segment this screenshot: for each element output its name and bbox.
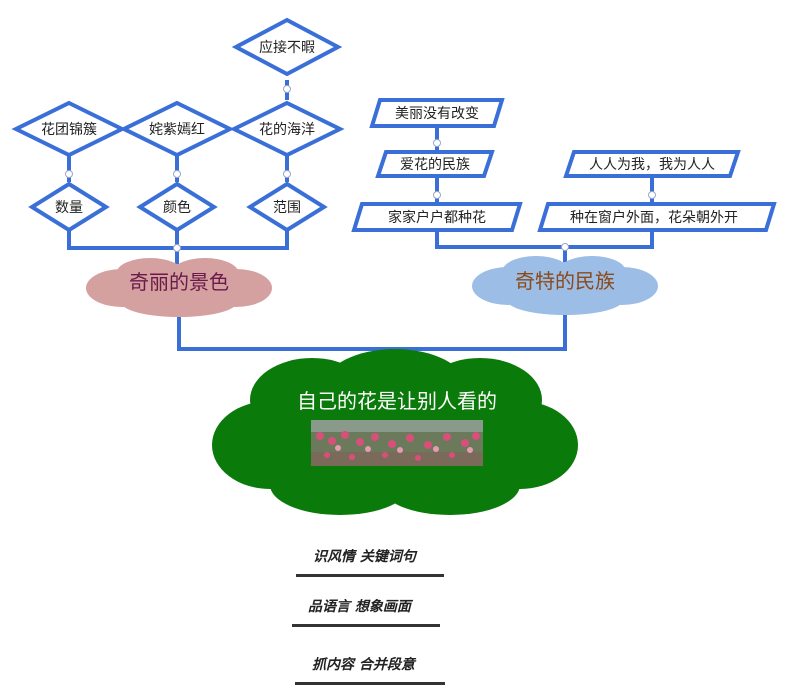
node-upper-2[interactable]: 姹紫嫣红	[149, 122, 205, 138]
collapse-dot[interactable]	[283, 170, 291, 178]
node-r-1[interactable]: 美丽没有改变	[395, 106, 479, 122]
node-top[interactable]: 应接不暇	[259, 39, 315, 56]
diamond-shapes	[11, 17, 345, 233]
right-branch-title[interactable]: 奇特的民族	[515, 269, 615, 293]
collapse-dots	[65, 85, 656, 252]
collapse-dot[interactable]	[283, 85, 291, 93]
node-r-3[interactable]: 家家户户都种花	[388, 209, 486, 226]
node-lower-1[interactable]: 数量	[55, 200, 83, 216]
parallelogram-shapes	[351, 98, 777, 232]
right-cloud	[472, 256, 658, 315]
center-title[interactable]: 自己的花是让别人看的	[297, 389, 497, 413]
collapse-dot[interactable]	[648, 191, 656, 199]
collapse-dot[interactable]	[433, 139, 441, 147]
collapse-dot[interactable]	[561, 243, 569, 251]
flower-photo	[311, 420, 483, 466]
node-r-5[interactable]: 种在窗户外面，花朵朝外开	[570, 209, 738, 226]
left-branch-title[interactable]: 奇丽的景色	[129, 270, 229, 294]
node-r-4[interactable]: 人人为我，我为人人	[589, 157, 715, 173]
collapse-dot[interactable]	[433, 191, 441, 199]
bottom-note-2: 品语言 想象画面	[308, 599, 411, 615]
divider	[292, 624, 440, 627]
node-upper-1[interactable]: 花团锦簇	[41, 121, 97, 138]
collapse-dot[interactable]	[65, 170, 73, 178]
bottom-note-3: 抓内容 合并段意	[312, 657, 415, 673]
divider	[296, 574, 444, 577]
divider	[295, 682, 445, 685]
node-r-2[interactable]: 爱花的民族	[400, 157, 470, 173]
left-cloud	[86, 258, 272, 317]
collapse-dot[interactable]	[173, 170, 181, 178]
collapse-dot[interactable]	[173, 244, 181, 252]
node-lower-3[interactable]: 范围	[273, 199, 301, 216]
bottom-note-1: 识风情 关键词句	[313, 549, 416, 565]
node-upper-3[interactable]: 花的海洋	[259, 122, 315, 138]
node-lower-2[interactable]: 颜色	[163, 199, 191, 216]
